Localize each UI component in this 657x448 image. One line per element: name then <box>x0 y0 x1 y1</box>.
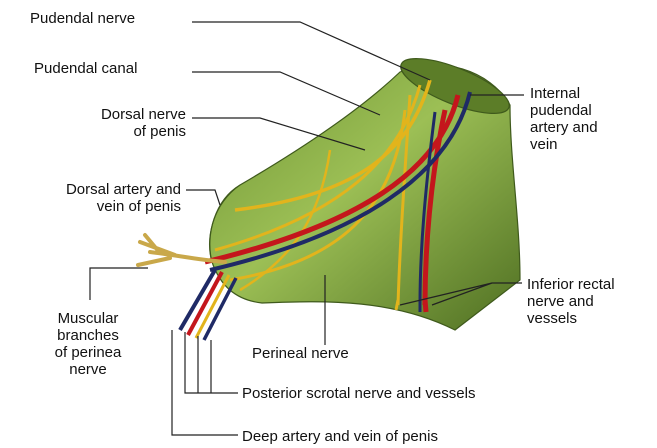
leader-pudendal-nerve <box>192 22 430 80</box>
leader-pudendal-canal <box>192 72 380 115</box>
leader-deep-artery <box>172 330 238 435</box>
exit-vessel-3 <box>196 275 229 338</box>
label-pudendal-nerve: Pudendal nerve <box>30 10 135 27</box>
label-deep-artery-and-vein: Deep artery and vein of penis <box>242 428 438 445</box>
inferior-rectal-exit <box>396 300 398 310</box>
label-posterior-scrotal: Posterior scrotal nerve and vessels <box>242 385 475 402</box>
label-dorsal-nerve-of-penis: Dorsal nerve of penis <box>56 106 186 140</box>
leader-muscular <box>90 268 148 300</box>
inferior-rectal-exit-red <box>425 300 426 312</box>
label-muscular-branches: Muscular branches of perinea nerve <box>28 310 148 378</box>
exit-vessel-2 <box>188 272 222 335</box>
label-dorsal-artery-and-vein: Dorsal artery and vein of penis <box>6 181 181 215</box>
label-pudendal-canal: Pudendal canal <box>34 60 137 77</box>
label-inferior-rectal: Inferior rectal nerve and vessels <box>527 276 615 327</box>
leader-dorsal-artery <box>186 190 220 205</box>
exit-vessel-4 <box>204 278 236 340</box>
label-internal-pudendal: Internal pudendal artery and vein <box>530 85 598 153</box>
leader-posterior-scrotal <box>185 332 238 393</box>
label-perineal-nerve: Perineal nerve <box>252 345 349 362</box>
